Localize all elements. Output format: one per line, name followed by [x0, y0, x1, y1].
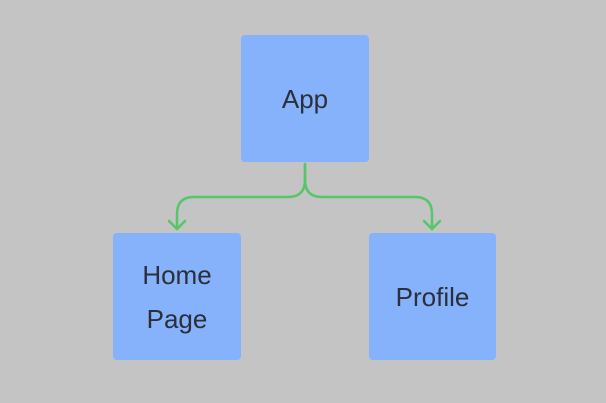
edge-app-to-home-page [175, 162, 307, 231]
node-home-page: Home Page [113, 233, 241, 360]
node-home-page-label-line1: Home [142, 259, 212, 290]
arrowhead-home-page [167, 219, 187, 231]
edge-app-to-profile [303, 162, 434, 231]
node-app-label: App [281, 83, 329, 114]
node-home-page-label-line2: Page [146, 303, 208, 334]
node-home-page-label: Home Page [142, 253, 211, 341]
node-profile: Profile [369, 233, 496, 360]
node-profile-label: Profile [395, 281, 470, 312]
arrowhead-profile [422, 219, 442, 231]
node-app: App [241, 35, 369, 162]
